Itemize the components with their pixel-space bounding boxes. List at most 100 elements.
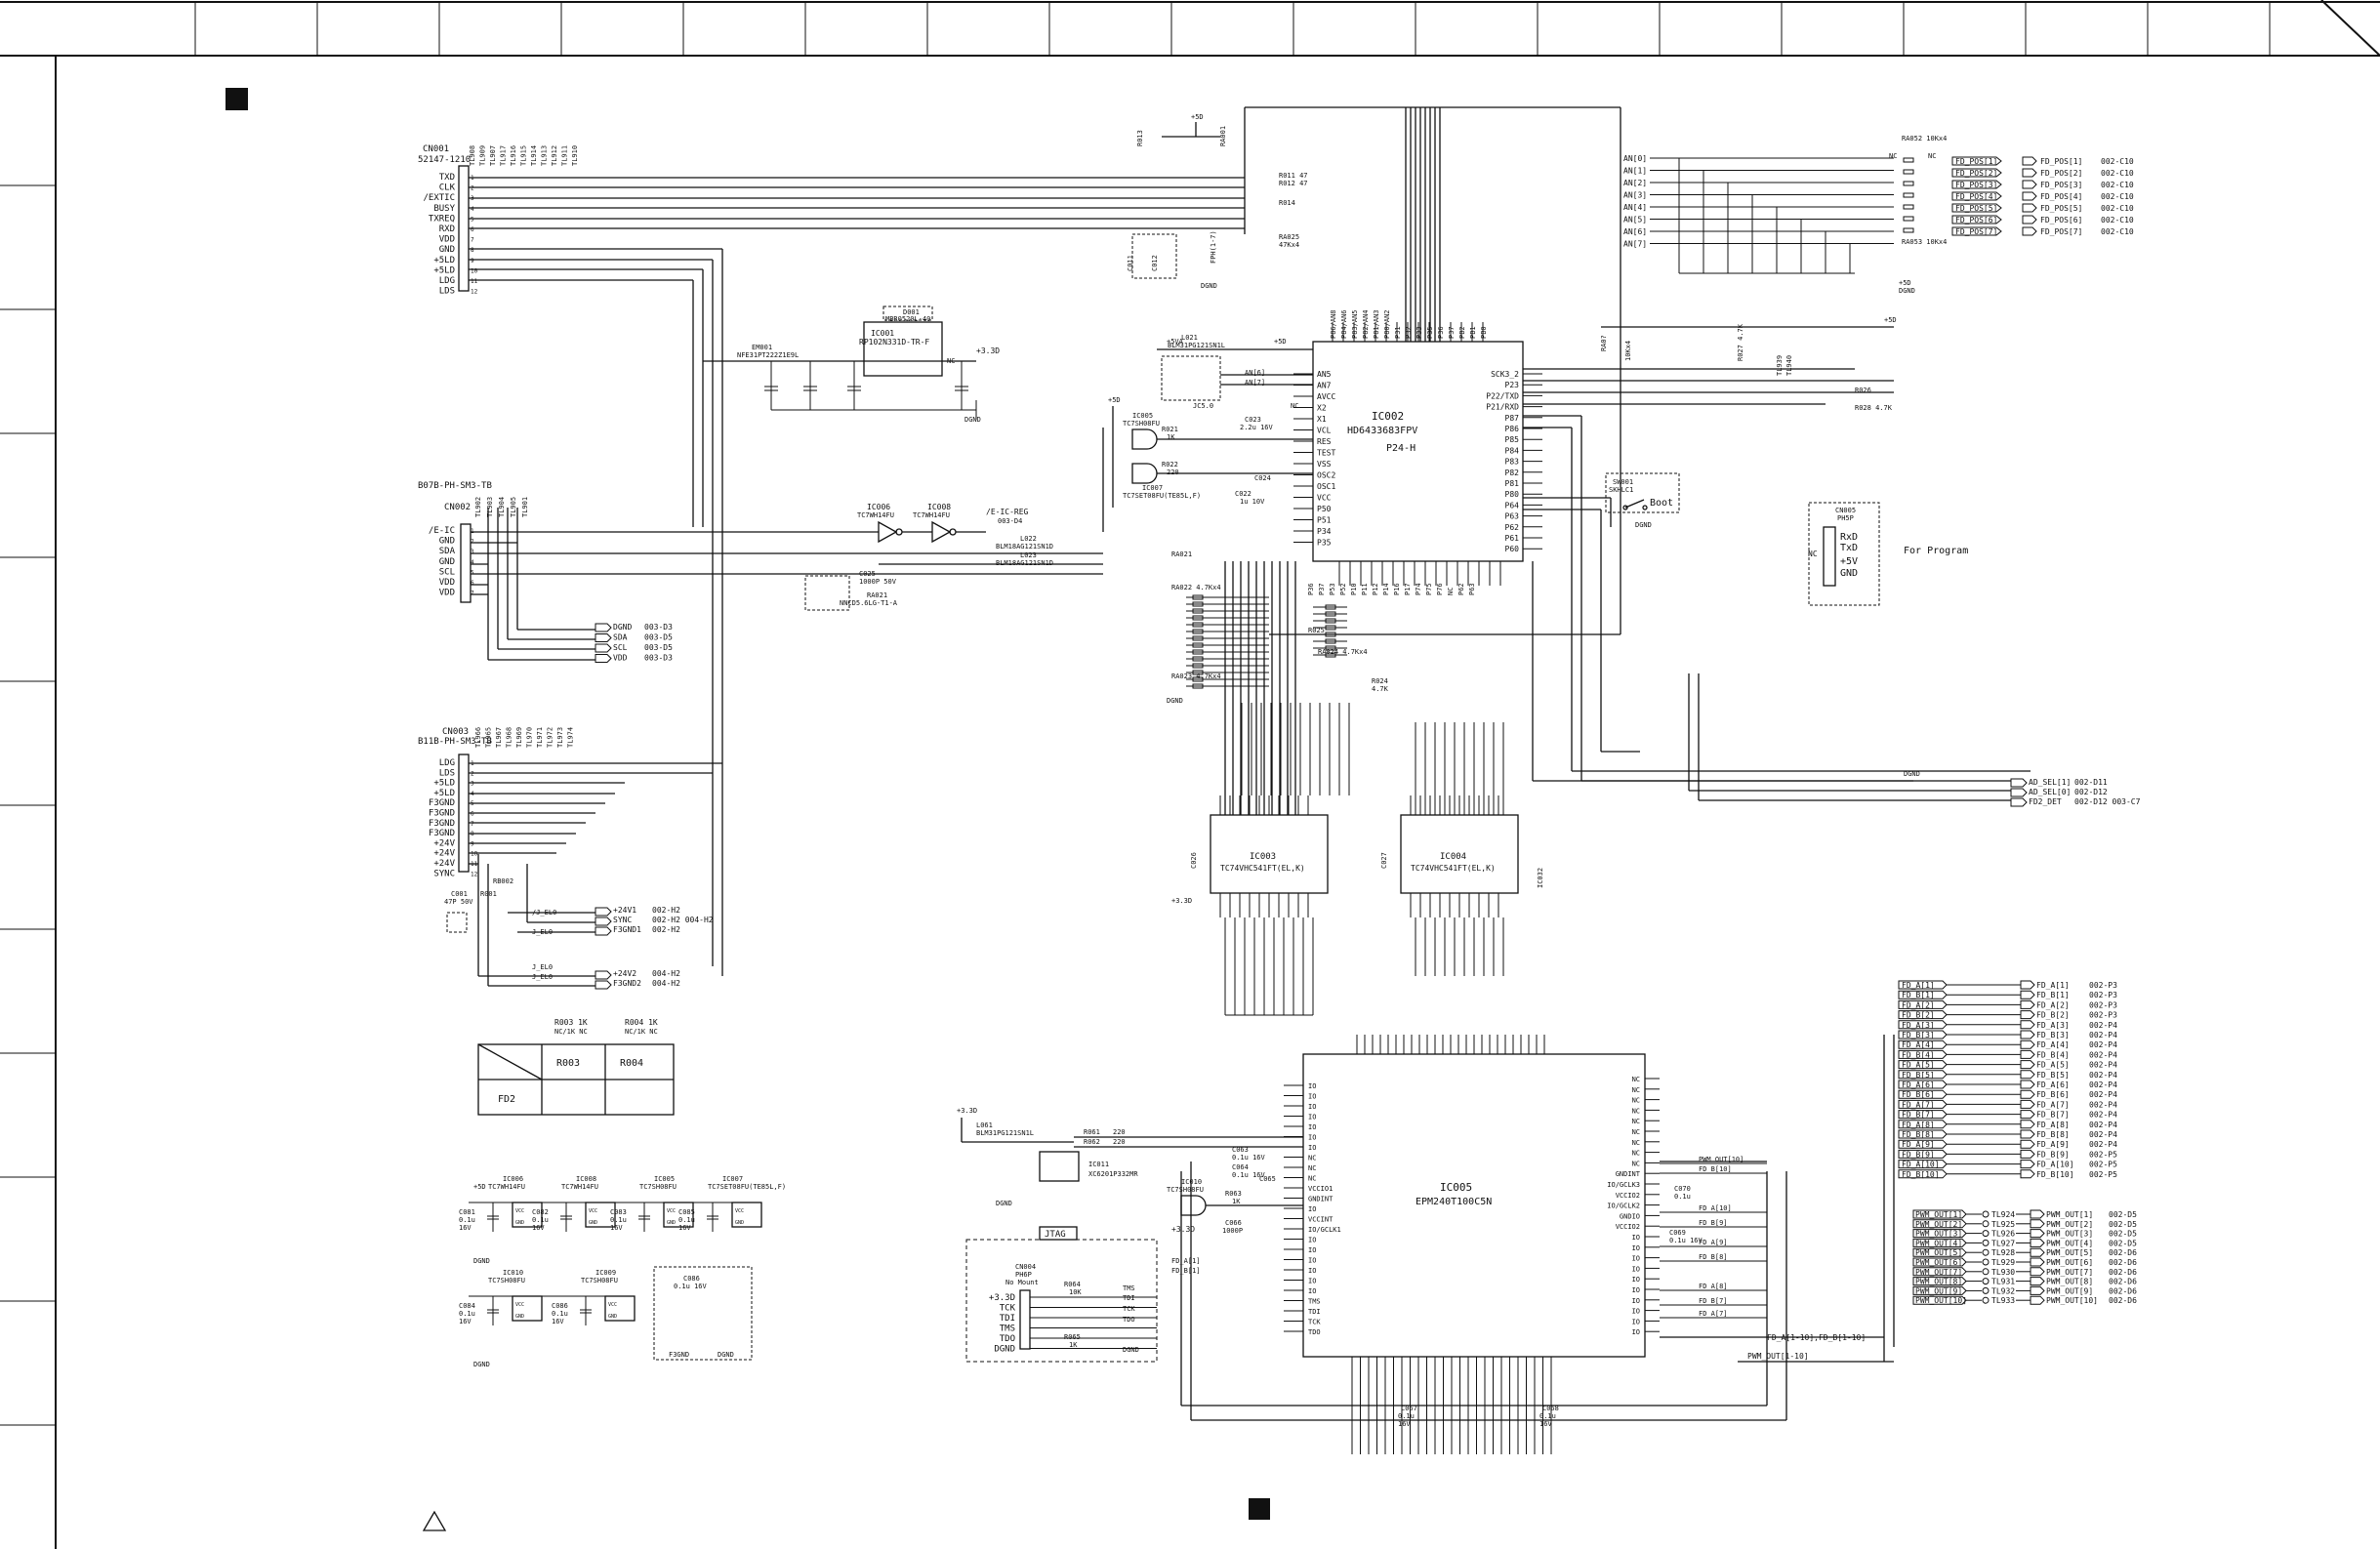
ic-pin: VCCIO2 (1616, 1223, 1640, 1231)
net-ref: 003-D3 (644, 623, 673, 632)
svg-text:TCK: TCK (1123, 1305, 1135, 1313)
section-marker (226, 88, 248, 110)
net-label: FD_B[9] (1699, 1219, 1728, 1227)
pin-label: VCC (735, 1208, 744, 1214)
ic-pin: IO (1632, 1234, 1640, 1242)
connector-pin-label: +5LD (433, 265, 455, 275)
cap-val: 16V (552, 1318, 564, 1325)
test-point: TL972 (547, 727, 554, 748)
net-ref: 004-H2 (652, 969, 680, 978)
net-label: PWM_OUT[3] (1915, 1230, 1962, 1239)
svg-text:R027 4.7K: R027 4.7K (1737, 323, 1744, 361)
ic-pin: IO (1308, 1114, 1316, 1121)
net-label: AN[7] (1623, 240, 1647, 249)
svg-text:10K: 10K (1069, 1288, 1082, 1296)
ic-pin: IO (1308, 1287, 1316, 1295)
svg-text:IC006: IC006 (867, 503, 890, 511)
connector-pin-label: VDD (439, 578, 455, 588)
mcu-bottom-networks: RA021 RA022 4.7Kx4 RA023 4.7Kx4 RA024 4.… (1167, 550, 1389, 815)
pin-label: GND (735, 1220, 744, 1226)
ic-pin: NC (1632, 1086, 1640, 1094)
jtag-pin: TMS (1000, 1325, 1015, 1334)
svg-text:B11B-PH-SM3-TB: B11B-PH-SM3-TB (418, 737, 492, 747)
ic-pin: TCK (1308, 1319, 1321, 1326)
svg-text:+5D: +5D (1274, 338, 1287, 346)
net-ref: 002-P4 (2089, 1111, 2117, 1120)
mcu-top-left-network: +5D R013 RA001 R011 47 R012 47 R014 RA02… (1127, 113, 1308, 290)
svg-text:R014: R014 (1279, 199, 1295, 207)
ic-pin: NC (1632, 1118, 1640, 1125)
ic-pin: OSC2 (1317, 471, 1335, 480)
svg-text:FD_A[1]: FD_A[1] (1171, 1257, 1201, 1265)
svg-text:TC7WH14FU: TC7WH14FU (857, 511, 894, 519)
svg-text:TL940: TL940 (1785, 355, 1793, 376)
net-label: SYNC (613, 916, 632, 924)
jtag-pin: DGND (994, 1345, 1015, 1355)
ic-pin: IO (1308, 1205, 1316, 1213)
connector-pin-label: /EXTIC (423, 193, 455, 203)
ic-pin: P83 (1505, 458, 1520, 467)
net-ref: 002-P5 (2089, 1150, 2117, 1159)
connector-pin-label: F3GND (429, 819, 455, 829)
ic-ref: IC009 (595, 1269, 616, 1277)
ic-pin: P36 (1437, 326, 1445, 339)
net-label: PWM_OUT[5] (2046, 1248, 2093, 1257)
net-label: AN[3] (1623, 191, 1647, 200)
ic-pin: X1 (1317, 415, 1327, 424)
ic-pin: IO (1632, 1265, 1640, 1273)
ic-pin: NC (1632, 1097, 1640, 1105)
ic-pin: IO/GCLK2 (1607, 1203, 1640, 1210)
ic-pin: P35 (1317, 539, 1332, 548)
ic-pin: IO (1308, 1103, 1316, 1111)
net-label: PWM_OUT[10] (2046, 1296, 2098, 1305)
test-point: TL967 (495, 727, 503, 748)
ic-pin: TDO (1308, 1328, 1321, 1336)
svg-text:1K: 1K (1232, 1198, 1241, 1205)
supply-label: DGND (473, 1361, 490, 1368)
ic-pin: P34 (1317, 527, 1332, 536)
fd2-option-table: R003 1K NC/1K NC R004 1K NC/1K NC R003 R… (477, 1018, 675, 1116)
svg-text:1000P 50V: 1000P 50V (859, 578, 897, 586)
net-ref: 002-D6 (2109, 1258, 2137, 1267)
net-label: PWM_OUT[2] (2046, 1220, 2093, 1229)
net-ref: 002-P4 (2089, 1040, 2117, 1049)
svg-text:CN003: CN003 (442, 727, 469, 737)
svg-text:R064: R064 (1064, 1281, 1081, 1288)
svg-text:IC011: IC011 (1088, 1161, 1109, 1168)
test-point: TL915 (520, 145, 528, 166)
pin-number: 6 (471, 811, 474, 818)
mcu-right-area: +5D RA0? 10Kx4 R027 4.7K TL939 TL940 R02… (1600, 316, 1897, 412)
net-label: FD_A[8] (2036, 1121, 2070, 1129)
ic-pin: NC (1308, 1155, 1316, 1162)
supply-label: DGND (473, 1257, 490, 1265)
svg-text:C024: C024 (1254, 474, 1271, 482)
net-label: FD_POS[5] (1955, 204, 1997, 213)
net-label: PWM_OUT[6] (2046, 1258, 2093, 1267)
ic-pin: VCL (1317, 427, 1332, 435)
svg-text:C063: C063 (1232, 1146, 1249, 1154)
net-label: PWM_OUT[10] (1699, 1156, 1744, 1163)
ic-pin: P83/AN5 (1351, 309, 1359, 339)
net-label: DGND (613, 623, 632, 632)
ic-pin: P80 (1505, 490, 1520, 499)
net-label: PWM_OUT[2] (1915, 1220, 1962, 1229)
pin-number: 2 (471, 770, 474, 777)
ic-pin: P11 (1361, 583, 1369, 595)
cap-ref: C083 (610, 1208, 627, 1216)
cap-ref: C086 (552, 1302, 568, 1310)
test-point: TL933 (1991, 1296, 2015, 1305)
connector-pin-label: LDG (439, 276, 455, 286)
svg-text:1K: 1K (1167, 433, 1175, 441)
ic-pin: GNDINT (1616, 1170, 1641, 1178)
net-label: PWM_OUT[4] (1915, 1239, 1962, 1247)
ic-pin: IO (1308, 1267, 1316, 1275)
svg-text:CN001: CN001 (423, 144, 449, 154)
pin-number: 9 (471, 258, 474, 265)
ic-ref: IC032 (1537, 868, 1544, 888)
net-label: FD_POS[3] (1955, 181, 1997, 189)
svg-text:DGND: DGND (1201, 282, 1217, 290)
net-label: PWM_OUT[7] (1915, 1268, 1962, 1277)
ic001-regulator: RP102N331D-TR-F IC001 D001 MBR0520L-40 E… (703, 306, 1000, 424)
